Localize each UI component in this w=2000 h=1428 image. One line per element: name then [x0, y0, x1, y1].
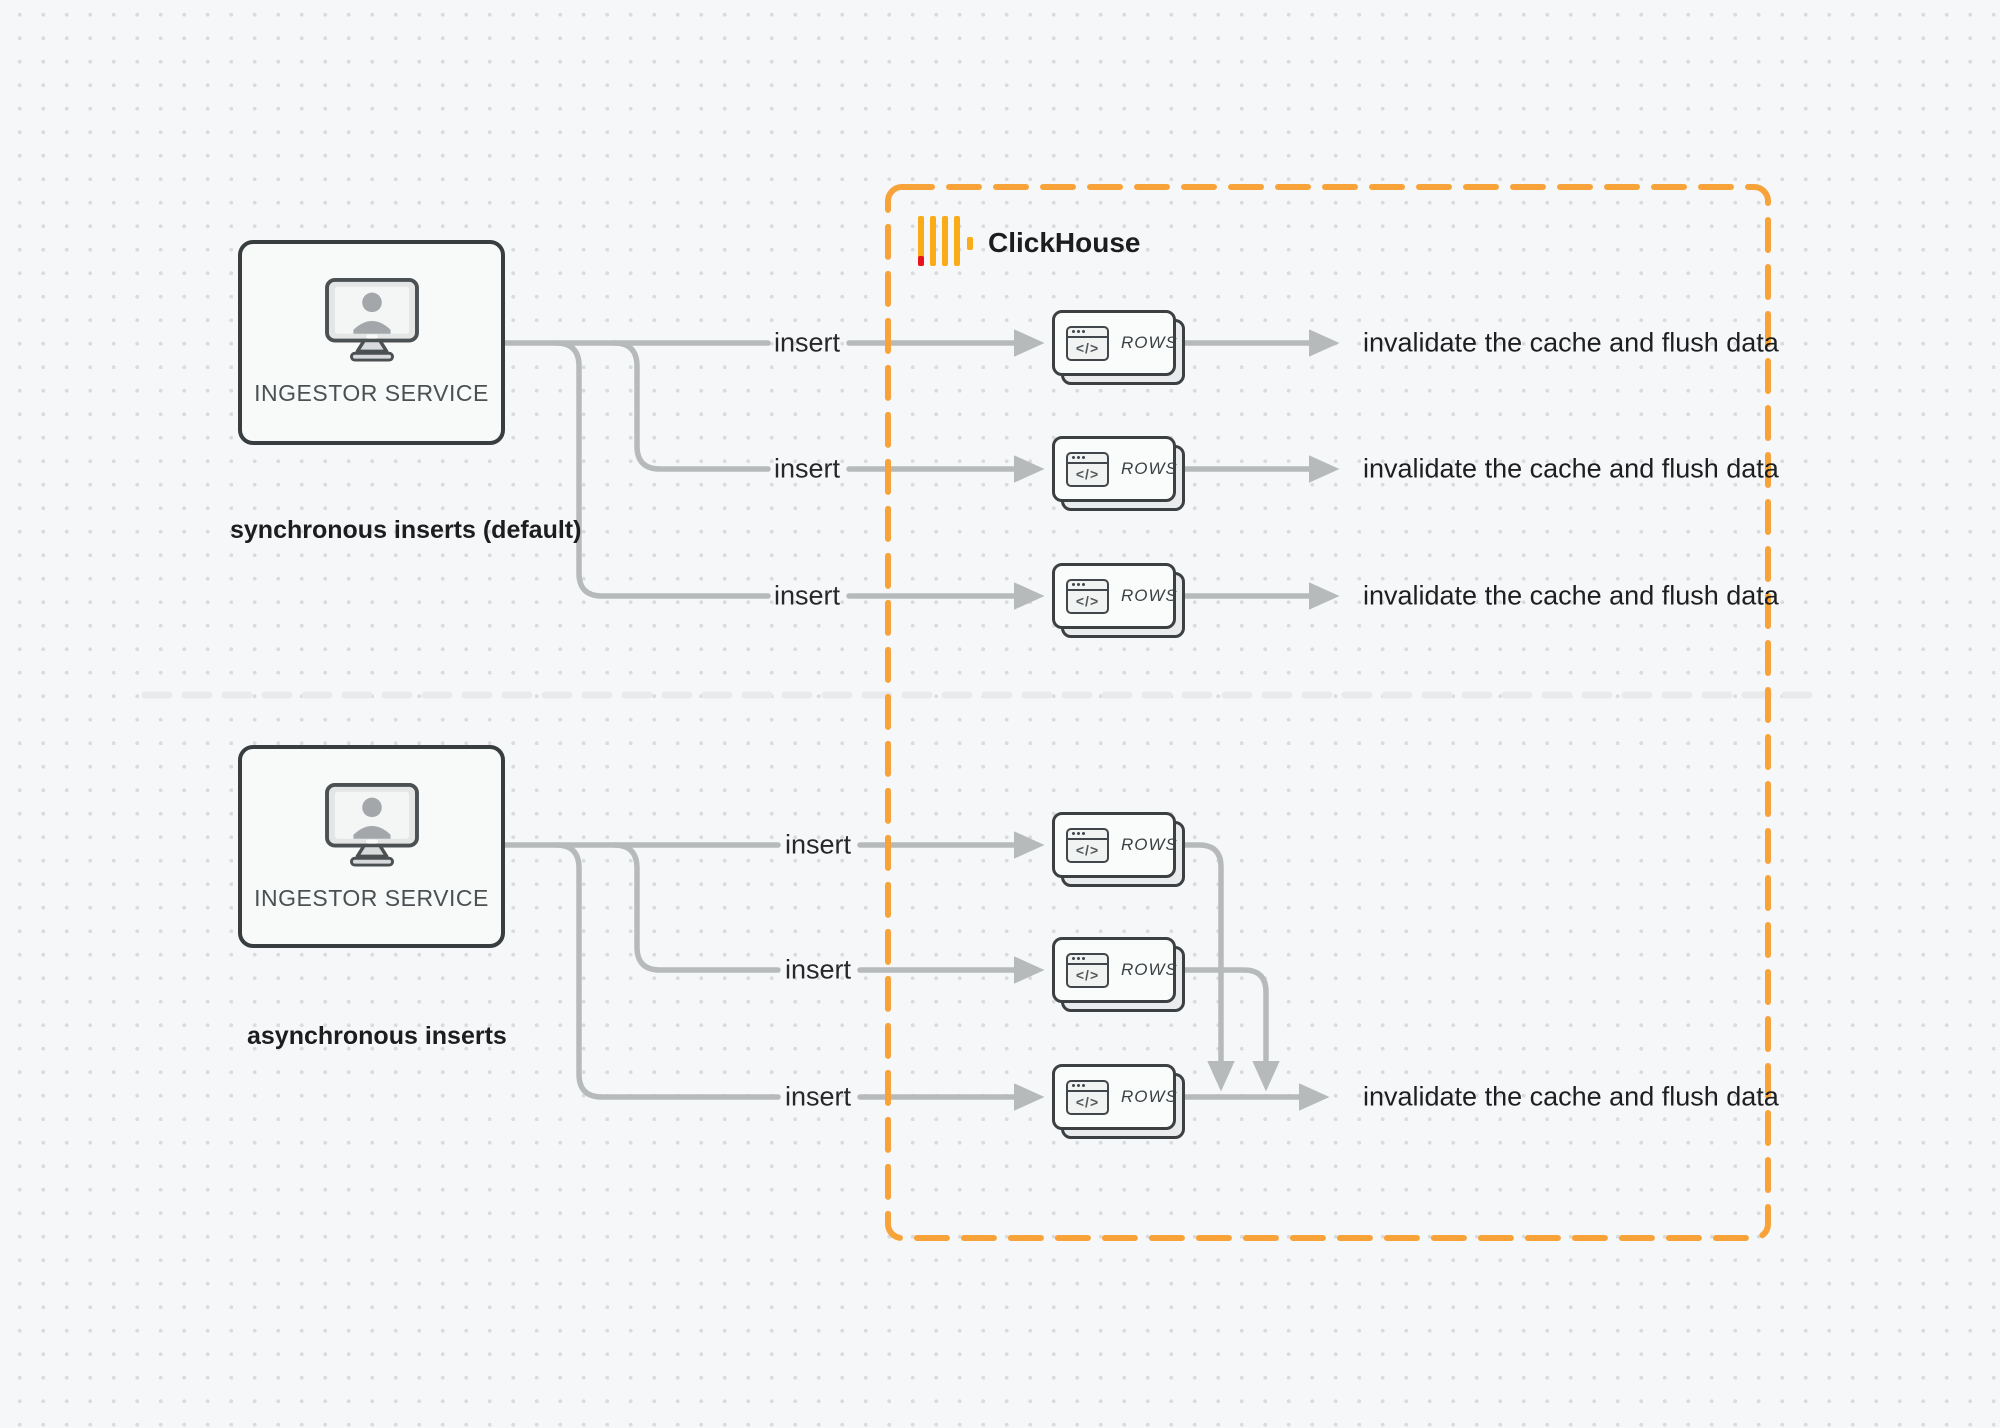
rows-card-label: ROWS — [1121, 835, 1178, 854]
rows-card: </> ROWS — [1052, 310, 1186, 386]
insert-label: insert — [784, 829, 852, 860]
clickhouse-wordmark: ClickHouse — [988, 227, 1141, 258]
code-window-icon: </> — [1066, 827, 1109, 863]
async-wires — [497, 831, 1330, 1111]
rows-card-label: ROWS — [1121, 1087, 1178, 1106]
rows-card-label: ROWS — [1121, 459, 1178, 478]
rows-card: </> ROWS — [1052, 563, 1186, 639]
service-label: INGESTOR SERVICE — [254, 885, 489, 911]
insert-label: insert — [773, 580, 841, 611]
rows-card: </> ROWS — [1052, 436, 1186, 512]
code-window-icon: </> — [1066, 451, 1109, 487]
code-window-icon: </> — [1066, 325, 1109, 361]
rows-card: </> ROWS — [1052, 812, 1186, 888]
insert-label: insert — [784, 954, 852, 985]
insert-label: insert — [773, 453, 841, 484]
monitor-user-icon — [324, 782, 419, 867]
rows-card: </> ROWS — [1052, 937, 1186, 1013]
insert-label: insert — [773, 327, 841, 358]
sync-caption: synchronous inserts (default) — [230, 516, 582, 544]
insert-label: insert — [784, 1081, 852, 1112]
result-label: invalidate the cache and flush data — [1363, 1081, 1779, 1112]
code-window-icon: </> — [1066, 952, 1109, 988]
code-window-icon: </> — [1066, 578, 1109, 614]
result-label: invalidate the cache and flush data — [1363, 580, 1779, 611]
result-label: invalidate the cache and flush data — [1363, 453, 1779, 484]
clickhouse-boundary — [885, 184, 1771, 1241]
rows-card-label: ROWS — [1121, 960, 1178, 979]
ingestor-service-node-sync: INGESTOR SERVICE — [238, 240, 505, 445]
clickhouse-logo-icon — [918, 216, 978, 268]
rows-card: </> ROWS — [1052, 1064, 1186, 1140]
service-label: INGESTOR SERVICE — [254, 380, 489, 406]
rows-card-label: ROWS — [1121, 586, 1178, 605]
ingestor-service-node-async: INGESTOR SERVICE — [238, 745, 505, 948]
code-window-icon: </> — [1066, 1079, 1109, 1115]
monitor-user-icon — [324, 277, 419, 362]
rows-card-label: ROWS — [1121, 333, 1178, 352]
sync-wires — [497, 329, 1340, 610]
async-caption: asynchronous inserts — [247, 1022, 507, 1050]
result-label: invalidate the cache and flush data — [1363, 327, 1779, 358]
